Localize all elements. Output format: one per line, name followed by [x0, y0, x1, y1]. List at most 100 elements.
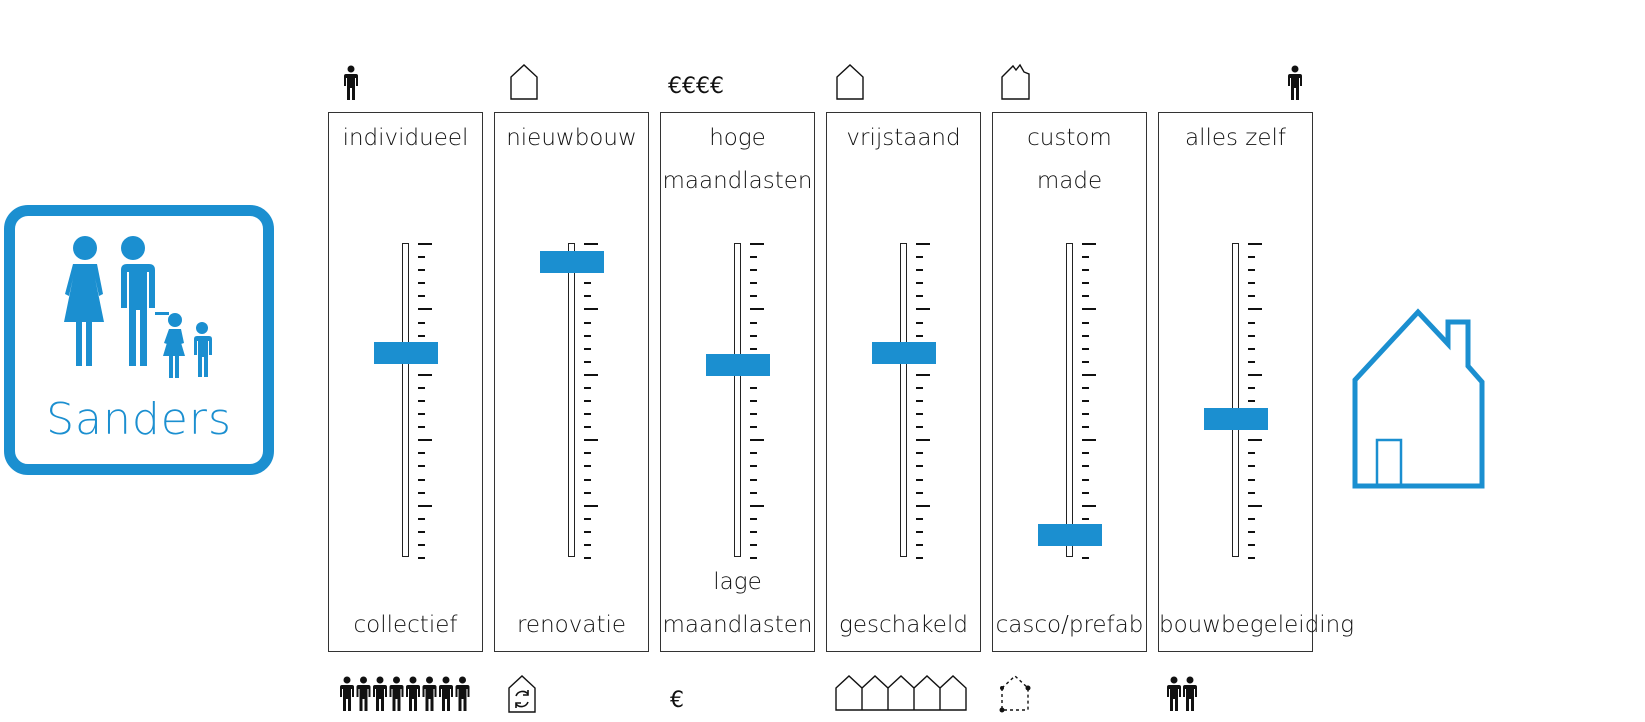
scale-tick [584, 530, 591, 533]
scale-tick [418, 504, 432, 507]
slider-handle[interactable] [1204, 407, 1268, 430]
slider-handle[interactable] [1038, 524, 1102, 547]
scale-tick [1082, 439, 1096, 442]
scale-tick [1248, 400, 1255, 402]
high-costs-indicator: €€€€ [668, 74, 724, 99]
scale-tick [916, 321, 923, 324]
scale-tick [1248, 557, 1255, 559]
scale-tick [584, 517, 591, 520]
scale-tick [916, 530, 923, 533]
scale-tick [584, 282, 591, 285]
scale-tick [916, 543, 923, 546]
scale-tick [750, 321, 757, 324]
scale-tick [1248, 269, 1255, 272]
scale-tick [418, 321, 425, 324]
scale-tick [916, 269, 923, 272]
slider-track[interactable] [900, 243, 907, 557]
single-person-icon [1288, 65, 1302, 101]
slider-handle[interactable] [540, 250, 604, 273]
scale-tick [1082, 517, 1089, 520]
scale-tick [1082, 308, 1096, 311]
scale-tick [916, 439, 930, 442]
scale-tick [1082, 452, 1089, 455]
scale-tick [750, 400, 757, 402]
slider-handle[interactable] [706, 354, 770, 377]
scale-tick [1082, 465, 1089, 468]
scale-tick [1082, 557, 1089, 559]
scale-tick [1082, 400, 1089, 402]
scale-tick [418, 478, 425, 481]
scale-tick [1082, 347, 1089, 350]
top-label: vrijstaand [846, 125, 961, 151]
scale-tick [750, 308, 764, 311]
scale-tick [1082, 491, 1089, 494]
bottom-label: bouwbegeleiding [1159, 612, 1355, 638]
scale-tick [418, 295, 425, 298]
slider-track[interactable] [1232, 243, 1239, 557]
scale-tick [1082, 256, 1089, 259]
scale-tick [584, 452, 591, 455]
house-icon [1352, 308, 1485, 489]
slider-column-maandlasten: hoge maandlasten lage maandlasten [660, 112, 815, 652]
scale-tick [1248, 243, 1262, 245]
bottom-label: geschakeld [839, 612, 968, 638]
slider-track[interactable] [1066, 243, 1073, 557]
slider-scale [1248, 243, 1268, 559]
scale-tick [584, 465, 591, 468]
scale-tick [1248, 347, 1255, 350]
scale-tick [750, 426, 757, 429]
slider-scale [418, 243, 438, 559]
slider-column-vrijstaand-geschakeld: vrijstaand geschakeld [826, 112, 981, 652]
scale-tick [584, 243, 598, 245]
scale-tick [750, 256, 757, 259]
scale-tick [1248, 308, 1262, 311]
slider-track[interactable] [568, 243, 575, 557]
scale-tick [418, 386, 425, 389]
scale-tick [584, 426, 591, 429]
scale-tick [584, 478, 591, 481]
scale-tick [584, 334, 591, 337]
slider-column-nieuwbouw-renovatie: nieuwbouw renovatie [494, 112, 649, 652]
single-person-icon [344, 65, 358, 101]
family-card: Sanders [4, 205, 274, 475]
slider-column-zelf-bouwbegeleiding: alles zelf bouwbegeleiding [1158, 112, 1355, 652]
scale-tick [1248, 282, 1255, 285]
slider-scale [584, 243, 604, 559]
scale-tick [916, 426, 923, 429]
slider-track[interactable] [402, 243, 409, 557]
top-label: hoge maandlasten [662, 125, 813, 194]
scale-tick [1248, 295, 1255, 298]
scale-tick [1082, 321, 1089, 324]
scale-tick [1082, 282, 1089, 285]
scale-tick [584, 439, 598, 442]
slider-handle[interactable] [872, 341, 936, 364]
scale-tick [916, 478, 923, 481]
slider-handle[interactable] [374, 341, 438, 364]
scale-tick [1248, 465, 1255, 468]
scale-tick [418, 256, 425, 259]
scale-tick [1248, 439, 1262, 442]
bottom-label: collectief [353, 612, 458, 638]
scale-tick [584, 386, 591, 389]
scale-tick [750, 452, 757, 455]
scale-tick [916, 504, 930, 507]
scale-tick [584, 295, 591, 298]
two-people-icon [1166, 676, 1198, 712]
scale-tick [418, 491, 425, 494]
scale-tick [750, 295, 757, 298]
scale-tick [1082, 295, 1089, 298]
scale-tick [750, 491, 757, 494]
detached-house-icon [835, 63, 865, 101]
scale-tick [750, 478, 757, 481]
low-costs-indicator: € [670, 688, 684, 713]
scale-tick [584, 308, 598, 311]
scale-tick [916, 557, 923, 559]
slider-column-individueel-collectief: individueel collectief [328, 112, 483, 652]
scale-tick [916, 517, 923, 520]
scale-tick [1248, 478, 1255, 481]
scale-tick [1248, 452, 1255, 455]
scale-tick [584, 543, 591, 546]
scale-tick [1248, 321, 1255, 324]
slider-track[interactable] [734, 243, 741, 557]
top-label: custom made [1027, 125, 1112, 194]
